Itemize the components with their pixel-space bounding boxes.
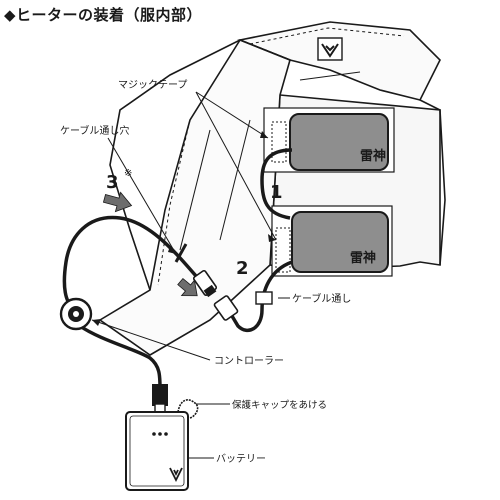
leader-controller [91, 319, 211, 361]
diagram-title: ◆ヒーターの装着（服内部） [4, 6, 203, 24]
step3-arrow-icon [102, 191, 133, 213]
leader-arrowhead-2 [268, 234, 276, 242]
battery-led-1 [152, 432, 156, 436]
heater-link-cable [260, 148, 293, 220]
leader-arrowhead-1 [260, 131, 268, 138]
brand-logo-icon [317, 37, 343, 61]
jacket-seam-2 [219, 119, 251, 241]
label-cable-guide: ケーブル通し [292, 292, 351, 305]
label-step3-mark: ※ [124, 168, 132, 179]
battery-logo-icon [169, 467, 183, 483]
leader-magic-tape-1 [195, 91, 269, 139]
leader-arrowhead-3 [168, 246, 176, 254]
controller-input-cable [62, 215, 198, 308]
heater-pad-lower: 雷神 [271, 205, 393, 277]
leader-lines [91, 91, 290, 459]
heater-upper-logo-icon: 雷神 [360, 148, 386, 164]
magic-tape-dashed-lower [275, 227, 291, 273]
jacket-seam-3 [299, 71, 361, 81]
battery-led-3 [164, 432, 168, 436]
label-step2: 2 [236, 258, 249, 279]
battery [125, 411, 189, 491]
cable-connector [192, 269, 239, 321]
label-magic-tape: マジックテープ [118, 79, 187, 91]
label-step3: 3 [106, 172, 119, 193]
heater-upper [289, 113, 389, 171]
leader-magic-tape-2 [195, 91, 277, 241]
battery-led-2 [158, 432, 162, 436]
heater-output-cable [230, 260, 293, 332]
battery-plug [152, 384, 168, 415]
heater-lower-logo-icon: 雷神 [350, 250, 376, 266]
connect-arrow-icon [177, 277, 198, 297]
jacket-seam-1 [179, 129, 211, 251]
controller [59, 297, 93, 331]
label-step1: 1 [270, 182, 283, 203]
controller-output-cable [78, 324, 162, 389]
label-controller: コントローラー [214, 355, 284, 367]
label-cable-hole: ケーブル通し穴 [60, 124, 129, 137]
leader-arrowhead-4 [92, 319, 101, 326]
cable-hole-slit [174, 243, 188, 263]
jacket-right-side [419, 99, 446, 266]
heater-pad-upper: 雷神 [263, 107, 395, 173]
label-protect-cap: 保護キャップをあける [232, 399, 327, 411]
label-battery: バッテリー [216, 453, 266, 465]
magic-tape-dashed-upper [271, 121, 287, 163]
jacket-front-fold [109, 39, 291, 291]
cable-guide-loop [255, 291, 273, 305]
leader-cable-hole [107, 137, 177, 255]
heater-lower [291, 211, 389, 273]
jacket-front-panel-left [98, 39, 291, 356]
jacket-collar-stitch [249, 27, 405, 45]
